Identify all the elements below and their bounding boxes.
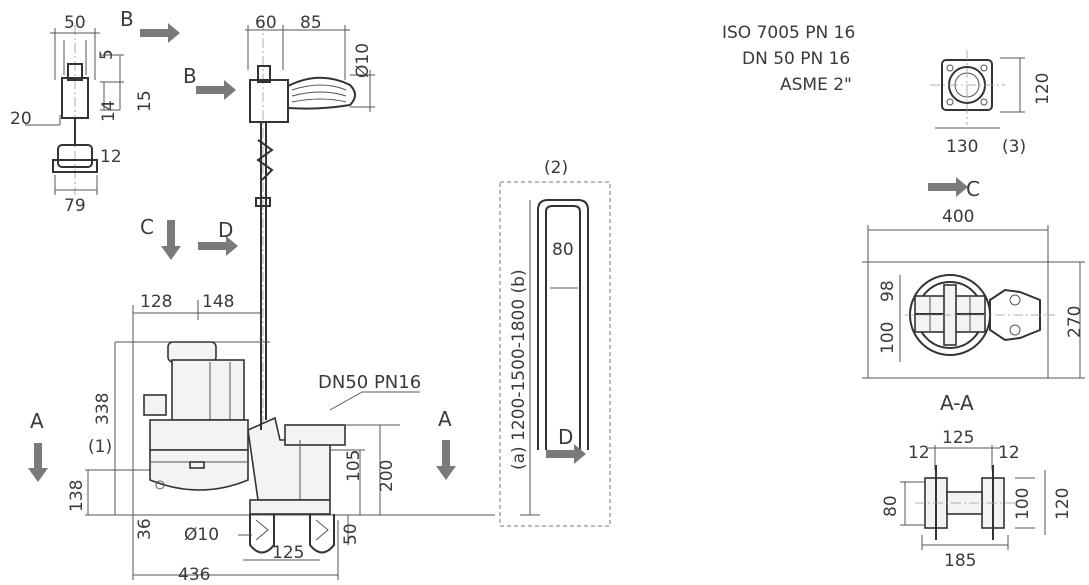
arrow-a-right-icon — [436, 440, 456, 480]
section-aa-dim-12a: 12 — [908, 443, 930, 463]
letter-c-left: C — [140, 215, 154, 239]
section-aa-dim-185: 185 — [944, 551, 976, 571]
section-aa-dim-120: 120 — [1053, 488, 1073, 520]
section-aa-dim-125: 125 — [942, 428, 974, 448]
arrow-c-right-icon — [928, 177, 968, 197]
plan-view — [862, 225, 1085, 379]
letter-a-right: A — [438, 407, 452, 431]
plan-dim-100: 100 — [878, 322, 898, 354]
section-aa-title: A-A — [940, 391, 974, 415]
letter-d-pipe: D — [558, 425, 573, 449]
flange-dim-130: 130 — [946, 137, 978, 157]
flange-dim-120: 120 — [1033, 73, 1053, 105]
arrow-d-right-icon — [198, 236, 238, 256]
pump-dim-128: 128 — [140, 292, 172, 312]
pump-note-1: (1) — [88, 437, 112, 457]
pump-dim-105: 105 — [344, 450, 364, 482]
plan-dim-98: 98 — [878, 280, 898, 302]
section-aa-dim-12b: 12 — [998, 443, 1020, 463]
section-aa — [900, 445, 1046, 550]
letter-a-left: A — [30, 409, 44, 433]
pump-dim-dia10: Ø10 — [184, 525, 219, 545]
rail-dim-dia10: Ø10 — [353, 43, 373, 78]
flange-view — [930, 50, 1025, 129]
pump-dim-36: 36 — [135, 518, 155, 540]
pump-dim-200: 200 — [377, 460, 397, 492]
pump-dim-436: 436 — [178, 565, 210, 585]
letter-c-right: C — [966, 177, 980, 201]
detail-b-dim-15: 15 — [135, 90, 155, 112]
flange-spec-line2: DN 50 PN 16 — [742, 49, 850, 69]
arrow-c-down-icon — [161, 220, 181, 260]
section-aa-dim-100: 100 — [1013, 488, 1033, 520]
detail-b-dim-12: 12 — [100, 147, 122, 167]
rail-dim-85: 85 — [300, 13, 322, 33]
pipe-note-2: (2) — [544, 158, 568, 178]
detail-b-dim-20: 20 — [10, 109, 32, 129]
detail-b-dim-50: 50 — [64, 13, 86, 33]
pump-dim-338: 338 — [93, 393, 113, 425]
pump-dim-50: 50 — [341, 523, 361, 545]
letter-b-top: B — [120, 7, 134, 31]
letter-b-mid: B — [183, 64, 197, 88]
arrow-b-mid-icon — [196, 80, 236, 100]
pump-body — [85, 300, 495, 580]
letter-d-left: D — [218, 218, 233, 242]
plan-dim-270: 270 — [1065, 306, 1085, 338]
pipe-dim-80: 80 — [552, 240, 574, 260]
discharge-pipe — [499, 181, 611, 527]
rail-dim-60: 60 — [255, 13, 277, 33]
pump-dim-138: 138 — [67, 480, 87, 512]
detail-b-bracket — [25, 25, 124, 195]
flange-spec-line1: ISO 7005 PN 16 — [722, 23, 855, 43]
pump-dim-148: 148 — [202, 292, 234, 312]
pump-dim-125: 125 — [272, 543, 304, 563]
arrow-a-left-icon — [28, 443, 48, 482]
plan-dim-400: 400 — [942, 207, 974, 227]
flange-note-3: (3) — [1002, 137, 1026, 157]
guide-rail — [245, 20, 375, 440]
flange-spec-line3: ASME 2" — [780, 75, 852, 95]
detail-b-dim-14: 14 — [99, 100, 119, 122]
section-aa-dim-80: 80 — [881, 495, 901, 517]
arrow-b-top-icon — [140, 23, 180, 43]
detail-b-dim-5: 5 — [97, 49, 117, 60]
pipe-height-label: (a) 1200-1500-1800 (b) — [509, 269, 529, 470]
flange-label: DN50 PN16 — [318, 372, 421, 393]
detail-b-dim-79: 79 — [64, 196, 86, 216]
